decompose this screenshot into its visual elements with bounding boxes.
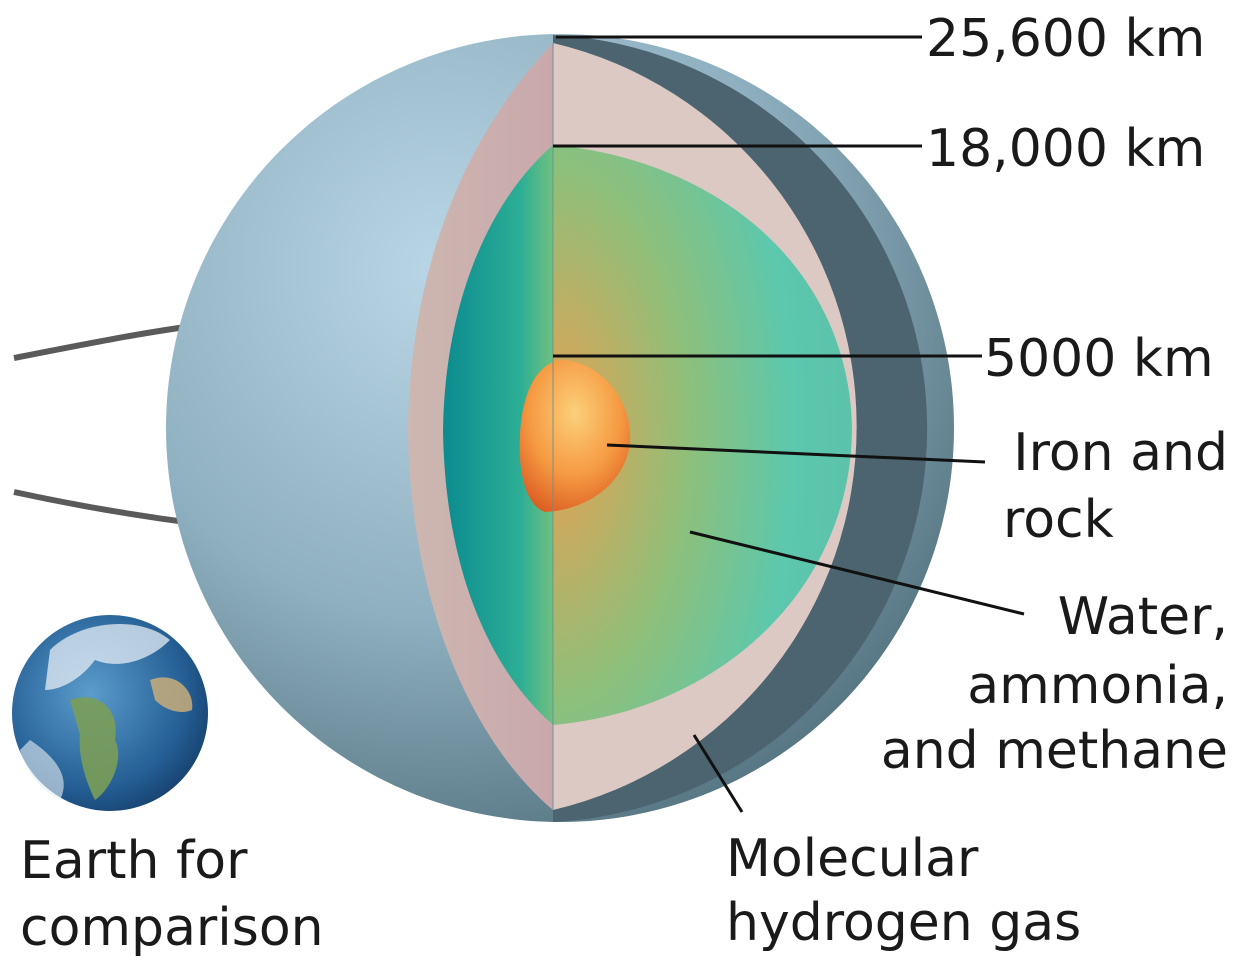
leader-envelope [692,734,744,813]
mantle-left-wall [443,145,553,725]
label-radius-core: 5000 km [984,329,1214,389]
label-earth-line2: comparison [20,898,324,958]
uranus-cutaway-icon [166,34,954,822]
label-envelope-line1: Molecular [726,829,979,889]
core [519,360,631,512]
label-core-line1: Iron and [1013,423,1228,483]
label-core-line2: rock [1003,490,1114,550]
label-radius-mantle: 18,000 km [926,119,1205,179]
leader-core [606,443,986,464]
label-mantle-line1: Water, [1058,587,1228,647]
leader-mantle [689,530,1025,616]
label-envelope-line2: hydrogen gas [726,893,1081,953]
mantle-face [553,145,852,725]
label-earth-line1: Earth for [20,831,248,891]
earth-globe-icon [12,615,208,811]
label-radius-outer: 25,600 km [926,9,1205,69]
label-mantle-line3: and methane [881,721,1228,781]
label-mantle-line2: ammonia, [967,656,1228,716]
